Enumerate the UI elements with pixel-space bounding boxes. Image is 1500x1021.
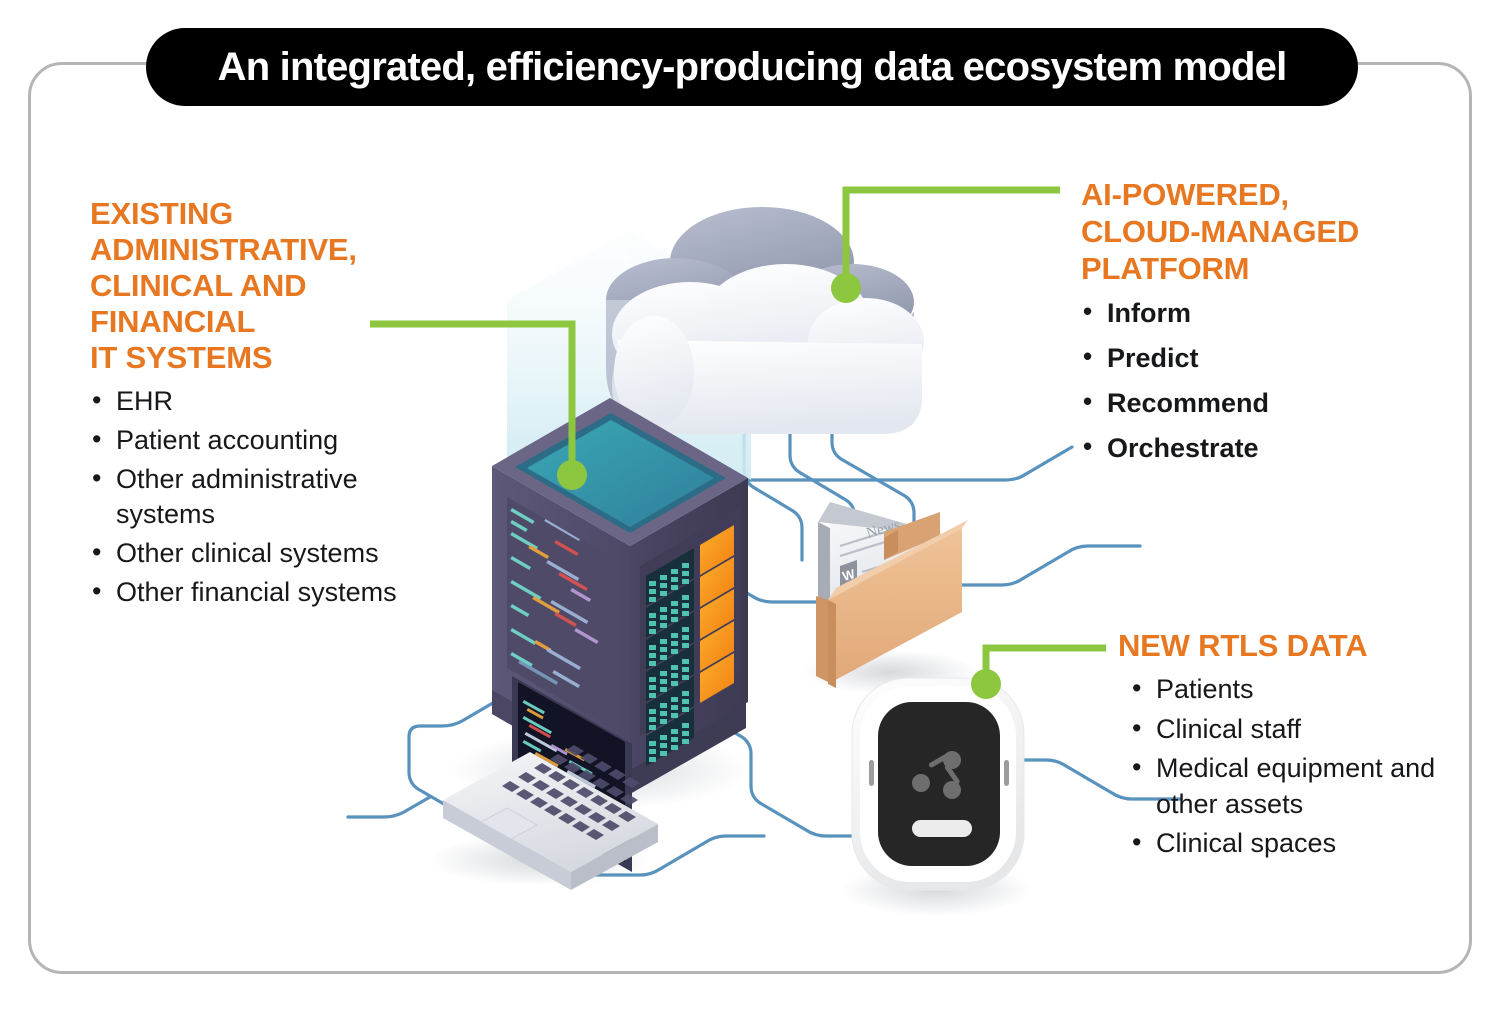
list-new-rtls-data: Patients Clinical staff Medical equipmen…	[1130, 671, 1468, 862]
heading-line: CLOUD-MANAGED	[1081, 214, 1360, 250]
page-title: An integrated, efficiency-producing data…	[217, 44, 1288, 89]
title-banner: An integrated, efficiency-producing data…	[146, 28, 1358, 106]
leader-dot-tag	[971, 669, 1001, 699]
rtls-tag-icon	[840, 677, 1032, 916]
heading-line: AI-POWERED,	[1081, 177, 1289, 212]
heading-new-rtls-data: NEW RTLS DATA	[1118, 628, 1468, 664]
tag-button-indicator	[912, 820, 972, 837]
list-item: Other financial systems	[90, 574, 440, 611]
block-ai-platform: AI-POWERED, CLOUD-MANAGED PLATFORM Infor…	[1081, 176, 1461, 476]
list-item: Medical equipment and other assets	[1130, 750, 1468, 822]
block-new-rtls-data: NEW RTLS DATA Patients Clinical staff Me…	[1118, 628, 1468, 866]
list-item: Other administrative systems	[90, 461, 440, 534]
heading-line: CLINICAL AND	[90, 267, 307, 303]
heading-existing-it-systems: EXISTING ADMINISTRATIVE, CLINICAL AND FI…	[90, 196, 440, 376]
leader-ai-platform	[842, 186, 1060, 285]
list-item: Patient accounting	[90, 422, 440, 459]
list-item: Patients	[1130, 671, 1468, 708]
share-network-glyph	[912, 751, 961, 799]
heading-line: NEW RTLS DATA	[1118, 628, 1368, 663]
list-existing-it-systems: EHR Patient accounting Other administrat…	[90, 383, 440, 611]
list-ai-platform: Inform Predict Recommend Orchestrate	[1081, 295, 1461, 465]
leader-rtls	[982, 644, 1106, 680]
heading-ai-platform: AI-POWERED, CLOUD-MANAGED PLATFORM	[1081, 176, 1461, 288]
heading-line: FINANCIAL	[90, 303, 256, 339]
list-item: Recommend	[1081, 385, 1461, 420]
leader-dot-server	[557, 460, 587, 490]
leader-existing-it	[370, 320, 576, 472]
heading-line: ADMINISTRATIVE,	[90, 231, 357, 267]
list-item: Predict	[1081, 340, 1461, 375]
heading-line: PLATFORM	[1081, 251, 1250, 287]
list-item: Orchestrate	[1081, 430, 1461, 465]
heading-line: IT SYSTEMS	[90, 339, 273, 375]
list-item: EHR	[90, 383, 440, 420]
heading-line: EXISTING	[90, 196, 234, 231]
list-item: Inform	[1081, 295, 1461, 330]
cloud-icon	[606, 207, 924, 434]
block-existing-it-systems: EXISTING ADMINISTRATIVE, CLINICAL AND FI…	[90, 196, 440, 614]
list-item: Other clinical systems	[90, 535, 440, 572]
laptop-icon	[430, 676, 658, 890]
list-item: Clinical staff	[1130, 711, 1468, 748]
list-item: Clinical spaces	[1130, 825, 1468, 862]
document-folder-icon: News W	[802, 502, 978, 694]
server-led-rows	[646, 525, 734, 766]
leader-dot-cloud	[831, 273, 861, 303]
